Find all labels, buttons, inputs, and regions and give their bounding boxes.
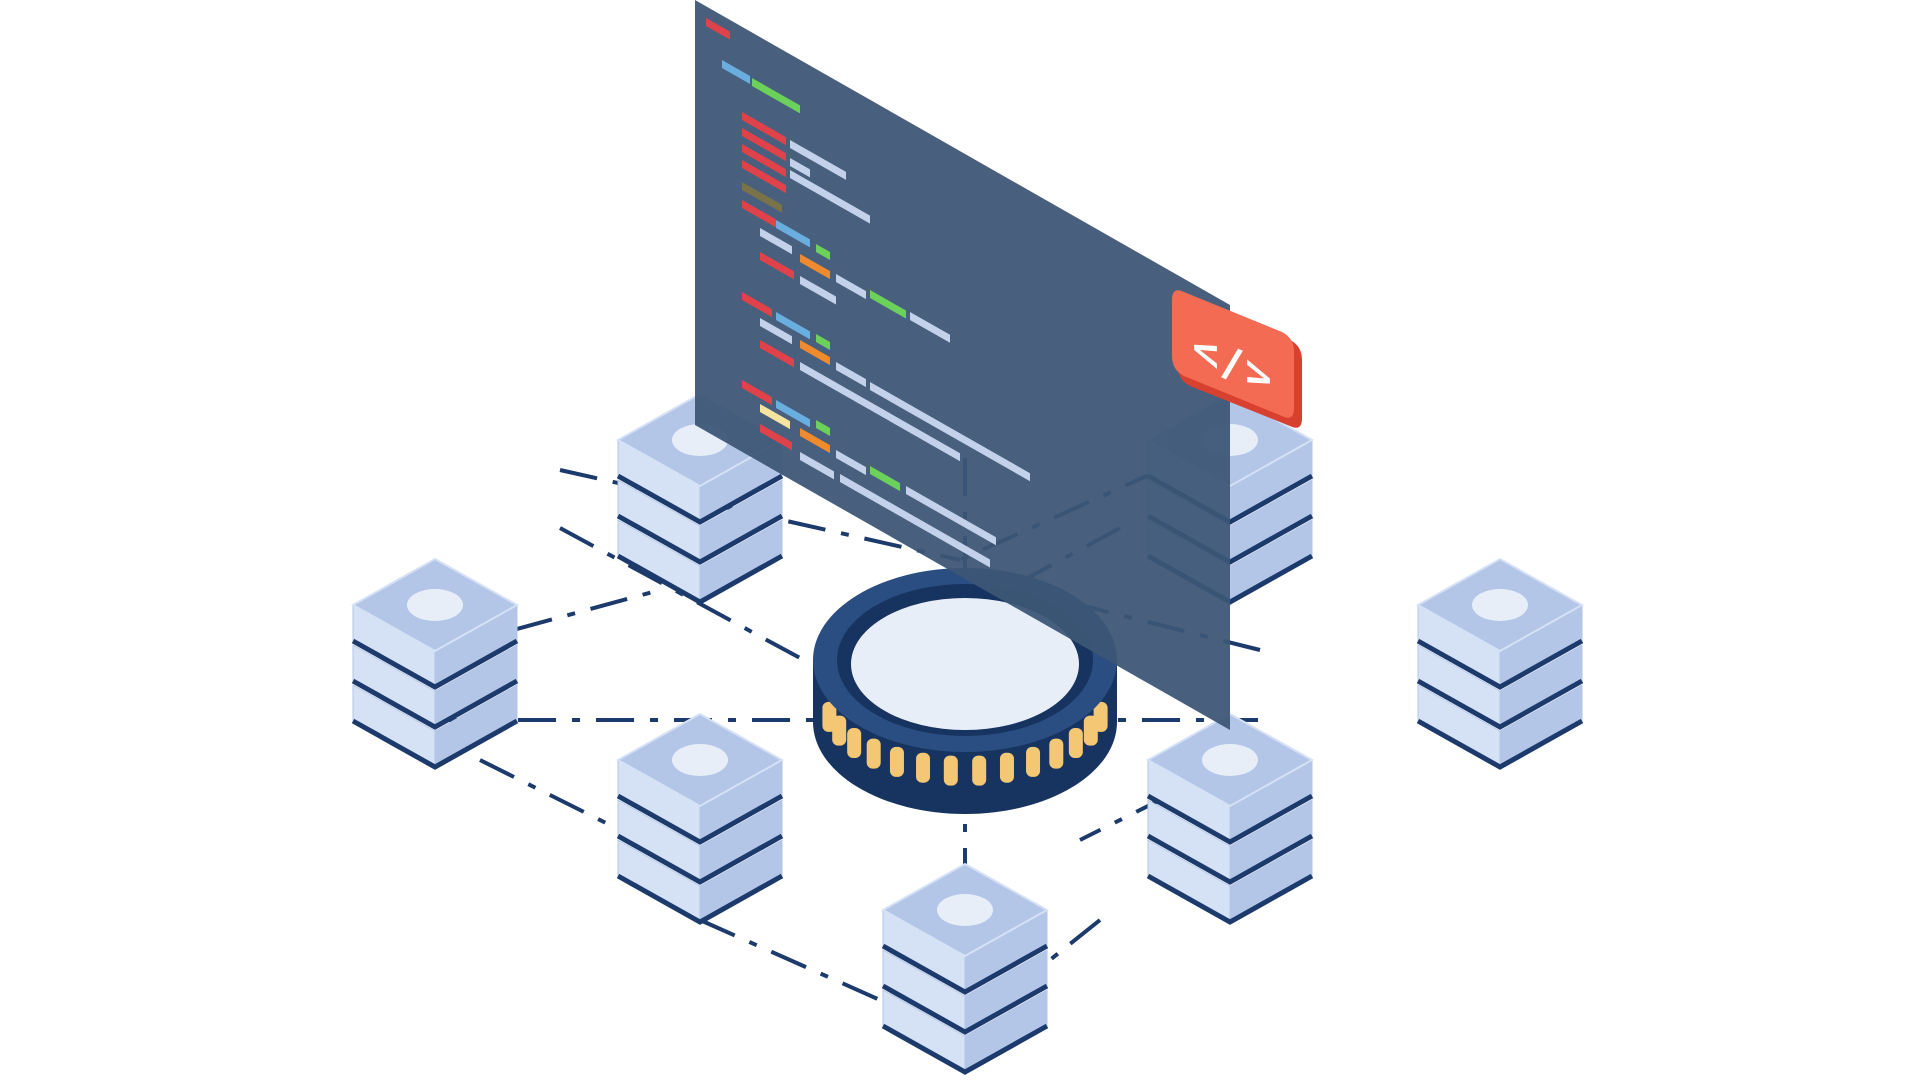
code-panel <box>695 0 1230 730</box>
server-tier-edge <box>1146 833 1314 885</box>
server-top-disc <box>407 589 463 621</box>
code-panel-surface <box>695 0 1230 730</box>
code-line-bar <box>760 228 792 255</box>
server-tier-edge <box>1146 793 1314 845</box>
code-line-bar <box>742 182 782 213</box>
code-line-bar <box>760 424 792 451</box>
server-tier-edge <box>1146 873 1314 925</box>
code-line-bar <box>776 400 810 428</box>
server-tier-edge <box>351 638 519 690</box>
code-line-bar <box>742 144 786 178</box>
hub-pin <box>972 755 987 786</box>
code-line-bar <box>776 312 810 340</box>
server-tier-edge <box>616 873 784 925</box>
server-top-disc <box>672 744 728 776</box>
hub-pin <box>832 715 847 746</box>
connector-line <box>479 758 641 842</box>
server-tier-edge <box>351 718 519 770</box>
hub-pin <box>847 727 862 758</box>
server-stack <box>1145 712 1315 925</box>
code-line-bar <box>760 252 794 280</box>
badge-face <box>1172 290 1294 418</box>
code-line-bar <box>760 340 794 368</box>
code-line-bar <box>800 340 830 366</box>
hub-center <box>851 598 1079 730</box>
code-line-bar <box>706 18 730 40</box>
code-line-bar <box>760 404 790 430</box>
code-line-bar <box>816 334 830 350</box>
hub-pin <box>866 738 881 769</box>
code-line-bar <box>800 254 830 280</box>
code-line-bar <box>906 486 996 546</box>
server-tier-edge <box>881 983 1049 1035</box>
server-top-disc <box>1202 744 1258 776</box>
code-line-bar <box>870 466 900 492</box>
server-stack <box>615 712 785 925</box>
code-line-bar <box>742 292 772 318</box>
hub-pin <box>1049 738 1064 769</box>
code-line-bar <box>742 112 786 146</box>
server-tier-edge <box>1416 718 1584 770</box>
hub-pin <box>1068 727 1083 758</box>
code-line-bar <box>742 128 786 162</box>
code-line-bar <box>742 200 776 228</box>
server-stack <box>350 557 520 770</box>
server-tier-edge <box>616 513 784 565</box>
server-tier-edge <box>1416 638 1584 690</box>
code-line-bar <box>910 312 950 343</box>
connector-line <box>439 588 661 652</box>
code-line-bar <box>800 276 836 305</box>
hub-pin <box>1093 701 1108 732</box>
code-line-bar <box>760 318 792 345</box>
server-tier-edge <box>881 1023 1049 1075</box>
code-line-bar <box>840 474 990 568</box>
code-line-bar <box>790 158 810 178</box>
code-line-bar <box>722 60 750 84</box>
server-top-disc <box>937 894 993 926</box>
code-line-bar <box>870 382 1030 482</box>
code-line-bar <box>776 220 810 248</box>
code-line-bar <box>836 362 866 388</box>
server-top-disc <box>1472 589 1528 621</box>
server-tier-edge <box>616 473 784 525</box>
code-line-bar <box>800 362 960 462</box>
code-line-bar <box>816 244 830 260</box>
hub-pin <box>943 755 958 786</box>
server-tier-edge <box>616 793 784 845</box>
hub-pin <box>1026 746 1041 777</box>
server-tier-edge <box>351 678 519 730</box>
hub-pin <box>999 752 1014 783</box>
code-line-bar <box>790 170 870 224</box>
server-tier-edge <box>881 943 1049 995</box>
server-stack <box>1415 557 1585 770</box>
hub-pin <box>916 752 931 783</box>
server-tier-edge <box>1416 678 1584 730</box>
code-line-bar <box>836 274 866 300</box>
code-line-bar <box>800 452 834 480</box>
code-line-bar <box>742 160 786 194</box>
server-stacks-front <box>880 862 1050 1075</box>
code-line-bar <box>752 78 800 114</box>
code-badge: </> <box>1172 290 1302 428</box>
connector-line <box>559 468 961 562</box>
hub-pin <box>889 746 904 777</box>
code-line-bar <box>870 290 906 319</box>
server-stack <box>880 862 1050 1075</box>
code-line-bar <box>836 450 866 476</box>
server-tier-edge <box>616 553 784 605</box>
server-tier-edge <box>616 833 784 885</box>
code-line-bar <box>790 140 846 180</box>
code-line-bar <box>816 420 830 436</box>
connector-line <box>699 918 881 1002</box>
code-line-bar <box>800 428 830 454</box>
code-line-bar <box>742 380 772 406</box>
